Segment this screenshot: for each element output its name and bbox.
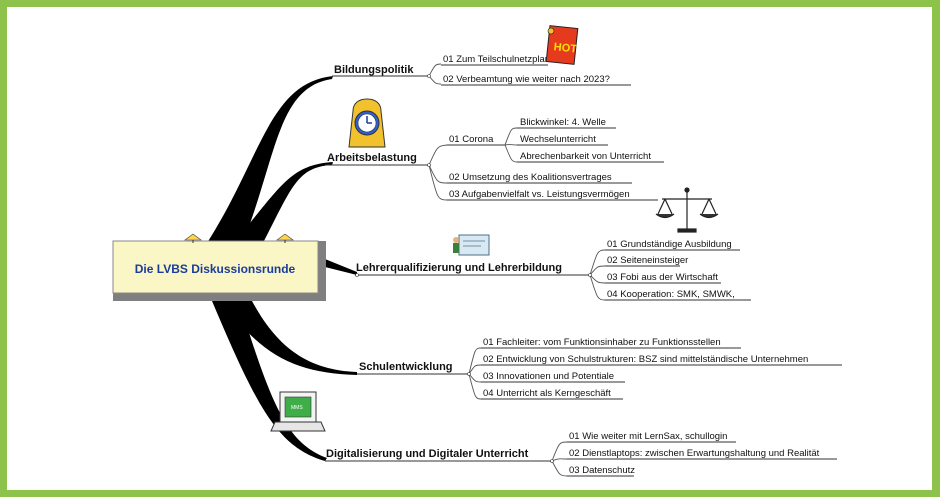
connector — [504, 144, 518, 163]
mindmap-svg: Die LVBS Diskussionsrunde Bildungspoliti… — [112, 25, 842, 477]
branch-label-arbeitsbelastung[interactable]: Arbeitsbelastung — [327, 152, 417, 164]
item-b1-1[interactable]: 01 Zum Teilschulnetzplan — [443, 54, 550, 65]
item-b5-3[interactable]: 03 Datenschutz — [569, 465, 635, 476]
connector — [468, 373, 482, 383]
connector — [589, 265, 606, 276]
item-b2-1[interactable]: 01 Corona — [449, 134, 494, 145]
branch-label-lehrerqualifizierung[interactable]: Lehrerqualifizierung und Lehrerbildung — [356, 262, 562, 274]
subitem-corona-1[interactable]: Blickwinkel: 4. Welle — [520, 117, 606, 128]
branch-label-digitalisierung[interactable]: Digitalisierung und Digitaler Unterricht — [326, 448, 529, 460]
item-b2-3[interactable]: 03 Aufgabenvielfalt vs. Leistungsvermöge… — [449, 189, 630, 200]
balance-scale-icon — [655, 187, 719, 233]
item-b3-1[interactable]: 01 Grundständige Ausbildung — [607, 239, 732, 250]
branch-curve-schulentwicklung — [222, 301, 357, 375]
subitem-corona-2[interactable]: Wechselunterricht — [520, 134, 596, 145]
node-dot — [427, 74, 431, 78]
connector — [468, 364, 482, 375]
connector — [428, 164, 448, 184]
subitem-corona-3[interactable]: Abrechenbarkeit von Unterricht — [520, 151, 651, 162]
item-b4-3[interactable]: 03 Innovationen und Potentiale — [483, 371, 614, 382]
node-dot — [355, 273, 359, 277]
main-branches — [207, 76, 357, 461]
node-dot — [427, 163, 431, 167]
mindmap-canvas: Die LVBS Diskussionsrunde Bildungspoliti… — [7, 7, 932, 490]
computer-icon: MMS — [270, 391, 326, 432]
branch-curve-arbeitsbelastung — [232, 162, 333, 245]
connector — [551, 460, 568, 477]
node-dot — [588, 273, 592, 277]
item-b3-3[interactable]: 03 Fobi aus der Wirtschaft — [607, 272, 718, 283]
connector — [551, 458, 568, 462]
branch-curve-digital — [212, 301, 327, 461]
connector — [428, 144, 448, 166]
branch-curve-lehrer — [325, 259, 357, 275]
branch-curve-bildungspolitik — [207, 76, 333, 245]
item-b5-2[interactable]: 02 Dienstlaptops: zwischen Erwartungshal… — [569, 448, 820, 459]
node-dot — [550, 459, 554, 463]
root-box — [112, 240, 319, 294]
svg-text:HOT: HOT — [553, 41, 578, 55]
connector — [468, 347, 482, 375]
connector — [551, 441, 568, 462]
connector — [428, 75, 442, 85]
root-node[interactable]: Die LVBS Diskussionsrunde — [112, 240, 326, 301]
lamp-icon — [184, 233, 202, 243]
item-b4-4[interactable]: 04 Unterricht als Kerngeschäft — [483, 388, 611, 399]
teacher-board-icon — [453, 234, 490, 256]
item-b4-1[interactable]: 01 Fachleiter: vom Funktionsinhaber zu F… — [483, 337, 721, 348]
connector — [428, 164, 448, 201]
item-b3-4[interactable]: 04 Kooperation: SMK, SMWK, — [607, 289, 735, 300]
alarm-clock-icon — [348, 98, 386, 148]
connector — [589, 274, 606, 301]
connector — [589, 249, 606, 276]
root-title: Die LVBS Diskussionsrunde — [135, 262, 296, 276]
item-b5-1[interactable]: 01 Wie weiter mit LernSax, schullogin — [569, 431, 727, 442]
branch-label-schulentwicklung[interactable]: Schulentwicklung — [359, 361, 453, 373]
item-b3-2[interactable]: 02 Seiteneinsteiger — [607, 255, 688, 266]
connector — [589, 274, 606, 284]
item-b1-2[interactable]: 02 Verbeamtung wie weiter nach 2023? — [443, 74, 610, 85]
item-b2-2[interactable]: 02 Umsetzung des Koalitionsvertrages — [449, 172, 612, 183]
svg-text:MMS: MMS — [291, 405, 303, 411]
node-dot — [467, 372, 471, 376]
connector — [468, 373, 482, 400]
lamp-icon — [276, 233, 294, 243]
item-b4-2[interactable]: 02 Entwicklung von Schulstrukturen: BSZ … — [483, 354, 808, 365]
branch-label-bildungspolitik[interactable]: Bildungspolitik — [334, 64, 414, 76]
connector — [504, 127, 518, 146]
connector — [428, 63, 442, 77]
hot-sign-icon: HOT — [545, 25, 579, 65]
